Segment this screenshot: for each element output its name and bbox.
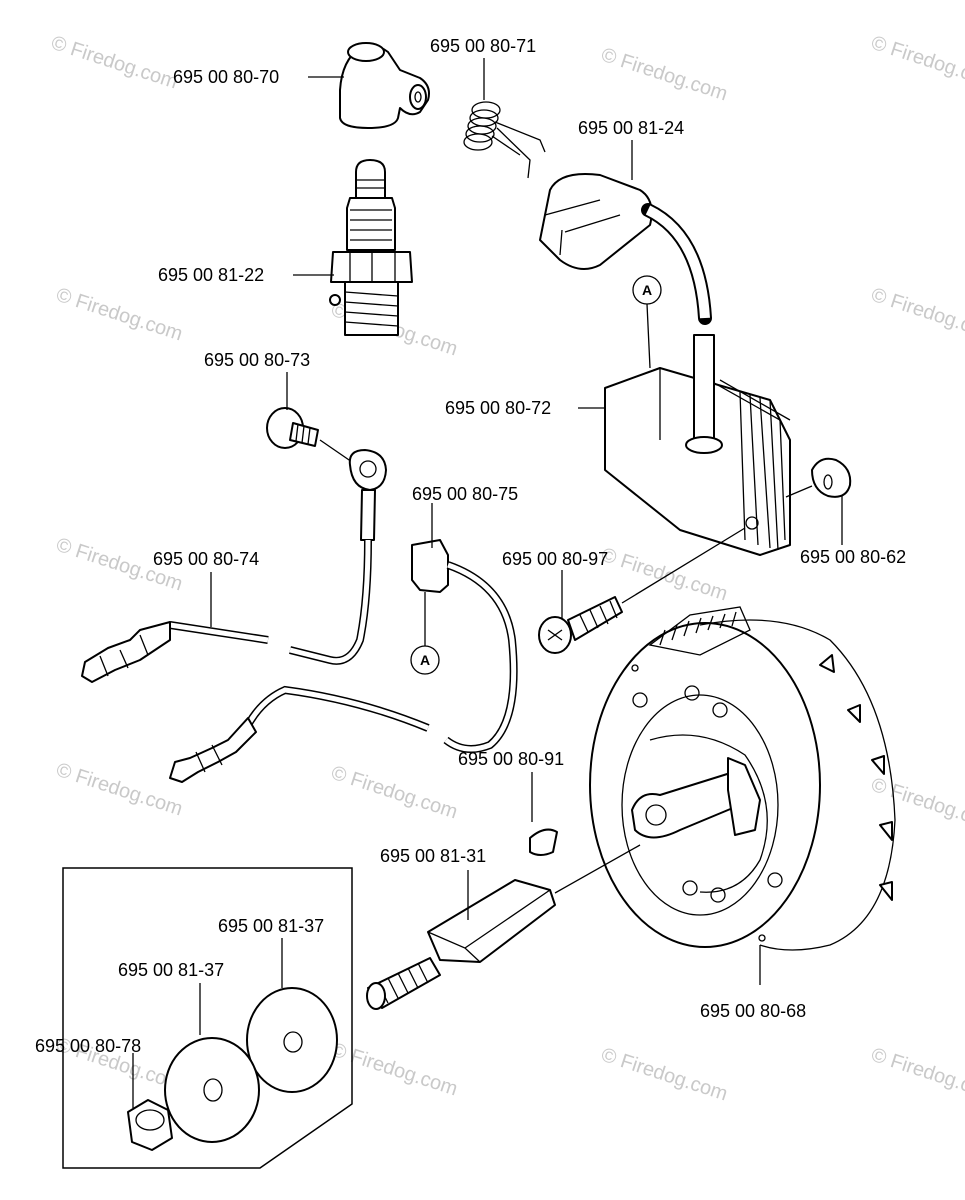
watermark: © Firedog.com — [48, 32, 180, 94]
label-695-00-80-74: 695 00 80-74 — [153, 549, 259, 569]
washer-small — [164, 1037, 260, 1143]
label-695-00-80-68: 695 00 80-68 — [700, 1001, 806, 1021]
label-695-00-80-70: 695 00 80-70 — [173, 67, 279, 87]
watermark: © Firedog.com — [598, 1044, 730, 1106]
washer-nut-group-box — [62, 867, 353, 1169]
ground-screw — [266, 407, 319, 449]
label-695-00-80-71: 695 00 80-71 — [430, 36, 536, 56]
threaded-stud — [366, 879, 556, 1010]
spring — [463, 101, 546, 179]
label-695-00-80-91: 695 00 80-91 — [458, 749, 564, 769]
watermark: © Firedog.com — [868, 32, 965, 94]
watermark: © Firedog.com — [53, 759, 185, 821]
woodruff-key — [529, 828, 558, 856]
label-695-00-80-75: 695 00 80-75 — [412, 484, 518, 504]
watermark: © Firedog.com — [328, 762, 460, 824]
spark-plug — [329, 159, 413, 336]
callout-a-top-letter: A — [642, 282, 652, 298]
flywheel — [589, 606, 896, 951]
watermark: © Firedog.com — [868, 1044, 965, 1106]
ignition-lead-boot — [539, 173, 712, 325]
ground-wire — [81, 449, 387, 683]
hex-nut — [127, 1099, 173, 1151]
spacer — [811, 457, 852, 498]
label-695-00-81-31: 695 00 81-31 — [380, 846, 486, 866]
connector-wire — [169, 539, 518, 783]
label-695-00-80-72: 695 00 80-72 — [445, 398, 551, 418]
watermark: © Firedog.com — [868, 284, 965, 346]
label-695-00-80-97: 695 00 80-97 — [502, 549, 608, 569]
callout-a-bottom-letter: A — [420, 652, 430, 668]
label-695-00-80-62: 695 00 80-62 — [800, 547, 906, 567]
washer-large — [246, 987, 338, 1093]
ignition-module — [604, 334, 791, 556]
label-695-00-81-37-lower: 695 00 81-37 — [118, 960, 224, 980]
spark-plug-cap — [339, 42, 430, 129]
label-695-00-81-22: 695 00 81-22 — [158, 265, 264, 285]
label-695-00-80-73: 695 00 80-73 — [204, 350, 310, 370]
watermark: © Firedog.com — [598, 544, 730, 606]
callout-a-bottom — [410, 645, 440, 675]
flange-bolt — [538, 596, 623, 654]
label-695-00-81-37-upper: 695 00 81-37 — [218, 916, 324, 936]
label-695-00-80-78: 695 00 80-78 — [35, 1036, 141, 1056]
watermark: © Firedog.com — [328, 1039, 460, 1101]
watermark: © Firedog.com — [53, 284, 185, 346]
watermark: © Firedog.com — [598, 44, 730, 106]
label-695-00-81-24: 695 00 81-24 — [578, 118, 684, 138]
